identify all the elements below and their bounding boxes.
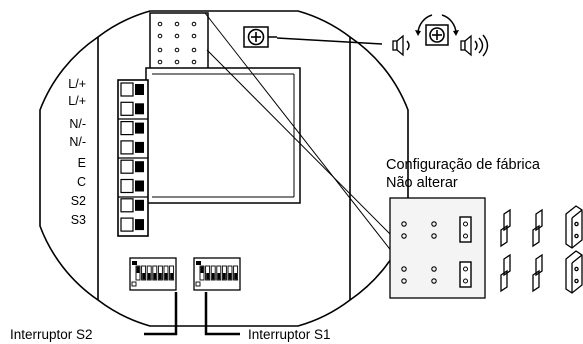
dip-switch-slots — [195, 261, 239, 287]
speaker-loud-icon — [460, 34, 489, 57]
rotation-arrows-icon — [415, 14, 459, 36]
terminal-clamp — [135, 180, 144, 192]
dip-lever — [234, 273, 237, 280]
jumper-cap-icon — [459, 261, 472, 288]
dip-lever — [164, 273, 168, 280]
switch-s2-caption: Interruptor S2 — [10, 327, 93, 342]
jumper-pin-icon — [500, 208, 511, 248]
terminal-label: N/- — [69, 117, 86, 131]
terminal-screw — [120, 82, 134, 97]
terminal-strip — [117, 79, 149, 237]
terminal-clamp — [135, 199, 144, 211]
jumper-detail-panel — [389, 197, 486, 299]
jumper-cap-icon — [459, 216, 472, 243]
jumper-pins — [157, 21, 197, 65]
detail-leader-line — [206, 49, 397, 241]
terminal-label: S2 — [71, 194, 86, 208]
dip-pin1-marker — [131, 281, 137, 287]
terminal-screw — [120, 217, 134, 232]
detail-leader-line — [204, 12, 397, 258]
potentiometer-detail-icon — [425, 24, 449, 46]
terminal-screw — [120, 159, 134, 174]
dip-on-marker — [132, 261, 137, 265]
potentiometer-leader-line — [276, 37, 383, 45]
dip-lever — [170, 273, 173, 280]
dip-lever — [200, 266, 204, 273]
terminal-clamp — [135, 141, 144, 153]
terminal-label: L/+ — [68, 77, 86, 91]
terminal-clamp — [135, 161, 144, 173]
terminal-label: C — [77, 175, 86, 189]
dip-lever — [147, 273, 151, 280]
dip-lever — [206, 273, 209, 280]
volume-adjust-detail — [392, 14, 489, 57]
housing-outline — [97, 10, 351, 327]
s1-callout-line — [204, 292, 240, 336]
terminal-screws — [120, 82, 144, 232]
terminal-screw — [120, 101, 134, 116]
switch-s1-caption: Interruptor S1 — [248, 327, 331, 342]
terminal-label: S3 — [71, 213, 86, 227]
housing-right-arc — [349, 36, 409, 301]
dip-pin1-marker — [195, 281, 201, 287]
speaker-quiet-icon — [392, 34, 410, 57]
jumper-pin-icon — [532, 208, 543, 248]
terminal-label: E — [78, 156, 86, 170]
terminal-label: N/- — [69, 135, 86, 149]
terminal-clamp — [135, 103, 144, 115]
terminal-screw — [120, 198, 134, 213]
s2-callout-line — [144, 292, 178, 336]
jumper-bridge-icon — [565, 205, 583, 249]
dip-switch-s1 — [193, 257, 241, 291]
terminal-screw — [120, 120, 134, 136]
dip-lever — [159, 273, 162, 280]
terminal-clamp — [135, 219, 144, 231]
jumper-pin-icon — [532, 253, 543, 293]
terminal-clamp — [135, 84, 144, 95]
terminal-labels: L/+ L/+ N/- N/- E C S2 S3 — [68, 77, 86, 227]
dip-switch-slots — [131, 261, 175, 287]
dip-lever — [142, 273, 145, 280]
jumper-block — [149, 12, 209, 70]
terminal-clamp — [135, 122, 144, 134]
main-module — [145, 67, 301, 204]
housing-left-arc — [39, 36, 99, 301]
dip-lever — [136, 266, 140, 273]
dip-on-marker — [196, 261, 201, 265]
factory-setting-warning: Não alterar — [386, 175, 458, 191]
terminal-screw — [120, 178, 134, 194]
dip-lever — [223, 273, 226, 280]
terminal-screw — [120, 140, 134, 155]
dip-switch-s2 — [129, 257, 177, 291]
dip-lever — [211, 273, 215, 280]
terminal-label: L/+ — [68, 94, 86, 108]
dip-lever — [153, 273, 157, 280]
jumper-bridge-icon — [565, 250, 583, 294]
jumper-pin-icon — [500, 253, 511, 293]
dip-lever — [228, 273, 232, 280]
jumper-side-views — [500, 205, 583, 294]
factory-setting-note: Configuração de fábrica — [386, 157, 541, 173]
potentiometer-icon — [243, 26, 277, 48]
dip-lever — [217, 273, 221, 280]
